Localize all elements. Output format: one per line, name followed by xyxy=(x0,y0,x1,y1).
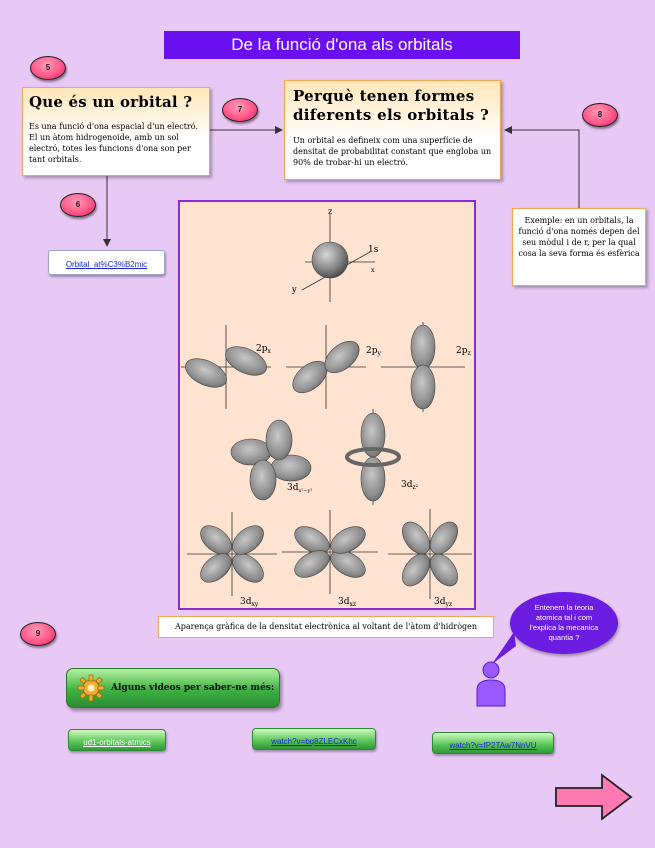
badge-7[interactable]: 7 xyxy=(222,98,258,122)
example-text: Exemple: en un orbitals, la funció d'ona… xyxy=(518,216,640,258)
videos-header-label: Alguns videos per saber-ne més: xyxy=(111,683,275,693)
svg-text:2pz: 2pz xyxy=(456,346,471,357)
videos-header: Alguns videos per saber-ne més: xyxy=(66,668,280,708)
badge-6[interactable]: 6 xyxy=(60,193,96,217)
label-2px: 2p xyxy=(256,344,268,354)
label-2pz: 2p xyxy=(456,346,468,356)
label-3dz2: 3d xyxy=(401,480,413,490)
person-icon[interactable] xyxy=(474,660,508,708)
orbital-3dx2y2: 3dx²−y² xyxy=(230,419,312,501)
svg-text:3dx²−y²: 3dx²−y² xyxy=(287,483,312,494)
orbital-2px: 2px xyxy=(181,325,272,409)
svg-text:3dz²: 3dz² xyxy=(401,480,419,491)
svg-text:2px: 2px xyxy=(256,344,272,355)
what-is-orbital-heading: Que és un orbital ? xyxy=(29,93,193,111)
label-3dx2y2-sub: x²−y² xyxy=(299,488,313,494)
next-arrow-icon[interactable] xyxy=(554,772,634,822)
svg-text:2py: 2py xyxy=(366,346,382,357)
orbitals-figure: z x y 1s 2px 2py 2pz xyxy=(181,207,472,608)
badge-8[interactable]: 8 xyxy=(582,103,618,127)
video-link-2[interactable]: watch?v=bq8ZLECxKhc xyxy=(271,737,357,746)
orbital-3dz2: 3dz² xyxy=(345,409,419,505)
svg-text:3dyz: 3dyz xyxy=(434,597,452,608)
svg-text:3dxy: 3dxy xyxy=(240,597,259,608)
orbital-wiki-link[interactable]: Orbital_at%C3%B2mic xyxy=(65,260,148,269)
video-button-2[interactable]: watch?v=bq8ZLECxKhc xyxy=(252,728,376,750)
svg-text:3dxz: 3dxz xyxy=(338,597,356,608)
what-is-orbital-text: Es una funció d'ona espacial d'un electr… xyxy=(29,122,198,164)
orbital-wiki-link-box[interactable]: Orbital_at%C3%B2mic xyxy=(48,250,165,275)
badge-5[interactable]: 5 xyxy=(30,56,66,80)
label-2py: 2p xyxy=(366,346,378,356)
orbitals-illustration: z x y 1s 2px 2py 2pz xyxy=(178,200,476,610)
orbital-2pz: 2pz xyxy=(381,322,471,412)
orbitals-caption: Aparença gràfica de la densitat electròn… xyxy=(158,616,494,638)
why-shapes-heading: Perquè tenen formes diferents els orbita… xyxy=(293,87,490,124)
why-shapes-text: Un orbital es defineix com una superfíci… xyxy=(293,136,492,167)
axis-z-label: z xyxy=(328,207,332,216)
video-link-1[interactable]: ud1-orbitals-atmics xyxy=(83,738,151,747)
badge-9[interactable]: 9 xyxy=(20,622,56,646)
speech-bubble-tail xyxy=(492,632,516,664)
axis-x-label: x xyxy=(371,267,375,274)
label-3dyz: 3d xyxy=(434,597,446,607)
label-3dx2y2: 3d xyxy=(287,483,299,493)
label-2pz-sub: z xyxy=(468,350,471,357)
video-link-3[interactable]: watch?v=fP2TAw7NnVU xyxy=(449,741,537,750)
orbital-3dyz: 3dyz xyxy=(388,509,472,608)
label-1s: 1s xyxy=(368,245,379,255)
example-box: Exemple: en un orbitals, la funció d'ona… xyxy=(512,208,646,286)
label-2px-sub: x xyxy=(268,348,272,355)
label-3dxy-sub: xy xyxy=(252,601,259,608)
orbital-2py: 2py xyxy=(286,325,382,409)
orbital-1s: z x y 1s xyxy=(291,207,379,302)
orbital-3dxz: 3dxz xyxy=(282,510,378,608)
orbital-3dxy: 3dxy xyxy=(187,512,277,608)
axis-y-label: y xyxy=(291,285,297,294)
label-3dxz: 3d xyxy=(338,597,350,607)
video-button-1[interactable]: ud1-orbitals-atmics xyxy=(68,729,166,751)
label-3dxz-sub: xz xyxy=(350,601,357,608)
what-is-orbital-box: Que és un orbital ? Es una funció d'ona … xyxy=(22,87,210,176)
why-shapes-box: Perquè tenen formes diferents els orbita… xyxy=(284,80,501,180)
label-3dz2-sub: z² xyxy=(413,484,419,491)
page-title: De la funció d'ona als orbitals xyxy=(164,31,520,59)
label-3dxy: 3d xyxy=(240,597,252,607)
label-2py-sub: y xyxy=(377,350,382,357)
question-bubble[interactable]: Entenem la teoria atomica tal i com l'ex… xyxy=(510,592,618,654)
gear-icon xyxy=(77,674,105,702)
video-button-3[interactable]: watch?v=fP2TAw7NnVU xyxy=(432,732,554,754)
label-3dyz-sub: yz xyxy=(445,601,453,608)
